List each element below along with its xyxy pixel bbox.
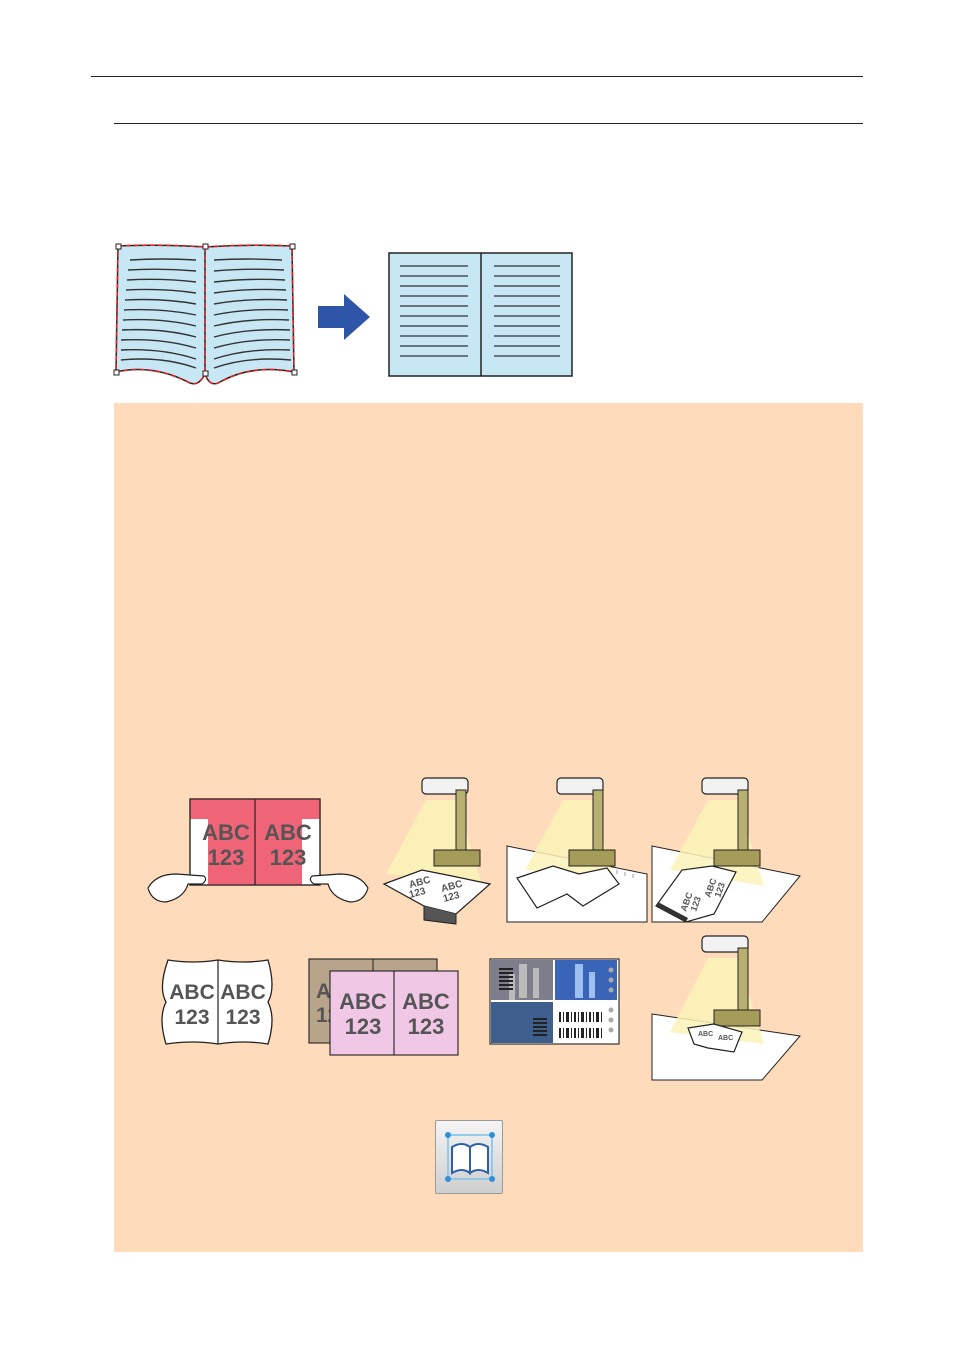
- scanner-small-book-icon: ABC ABC: [651, 935, 801, 1081]
- svg-text:123: 123: [688, 895, 703, 913]
- svg-text:123: 123: [442, 890, 461, 905]
- curved-page-text-icon: ABC 123 ABC 123: [161, 959, 273, 1045]
- curved-book-page-icon: [113, 243, 298, 385]
- book-correction-icon: [445, 1132, 495, 1182]
- fingers-holding-pages-icon: ABC 123 ABC 123: [147, 798, 369, 903]
- scanner-open-book-icon: [506, 777, 648, 923]
- num-label: 123: [345, 1014, 382, 1039]
- num-label: 123: [225, 1006, 260, 1029]
- abc-label: ABC: [264, 820, 312, 845]
- svg-text:ABC: ABC: [408, 875, 432, 891]
- num-label: 123: [174, 1006, 209, 1029]
- svg-text:ABC: ABC: [698, 1031, 713, 1038]
- right-arrow-icon: [318, 294, 370, 340]
- num-label: 123: [408, 1014, 445, 1039]
- svg-text:ABC: ABC: [718, 1035, 733, 1042]
- overlapping-pages-icon: AB 12 ABC 123 ABC 123: [308, 958, 459, 1056]
- svg-text:ABC: ABC: [440, 879, 464, 895]
- abc-label: ABC: [169, 981, 215, 1004]
- abc-label: ABC: [220, 981, 266, 1004]
- svg-text:123: 123: [408, 886, 427, 901]
- header-rule: [91, 76, 863, 77]
- num-label: 123: [208, 845, 245, 870]
- svg-text:123: 123: [712, 881, 727, 899]
- abc-label: ABC: [339, 989, 387, 1014]
- scanner-rotated-book-icon: ABC 123 ABC 123: [651, 777, 801, 923]
- book-correction-button[interactable]: [435, 1120, 503, 1194]
- scanner-thick-book-icon: ABC 123 ABC 123: [382, 777, 492, 925]
- photo-and-barcode-page-icon: [489, 958, 620, 1045]
- abc-label: ABC: [402, 989, 450, 1014]
- section-rule: [114, 123, 863, 124]
- num-label: 123: [270, 845, 307, 870]
- flattened-book-page-icon: [388, 252, 573, 377]
- abc-label: ABC: [202, 820, 250, 845]
